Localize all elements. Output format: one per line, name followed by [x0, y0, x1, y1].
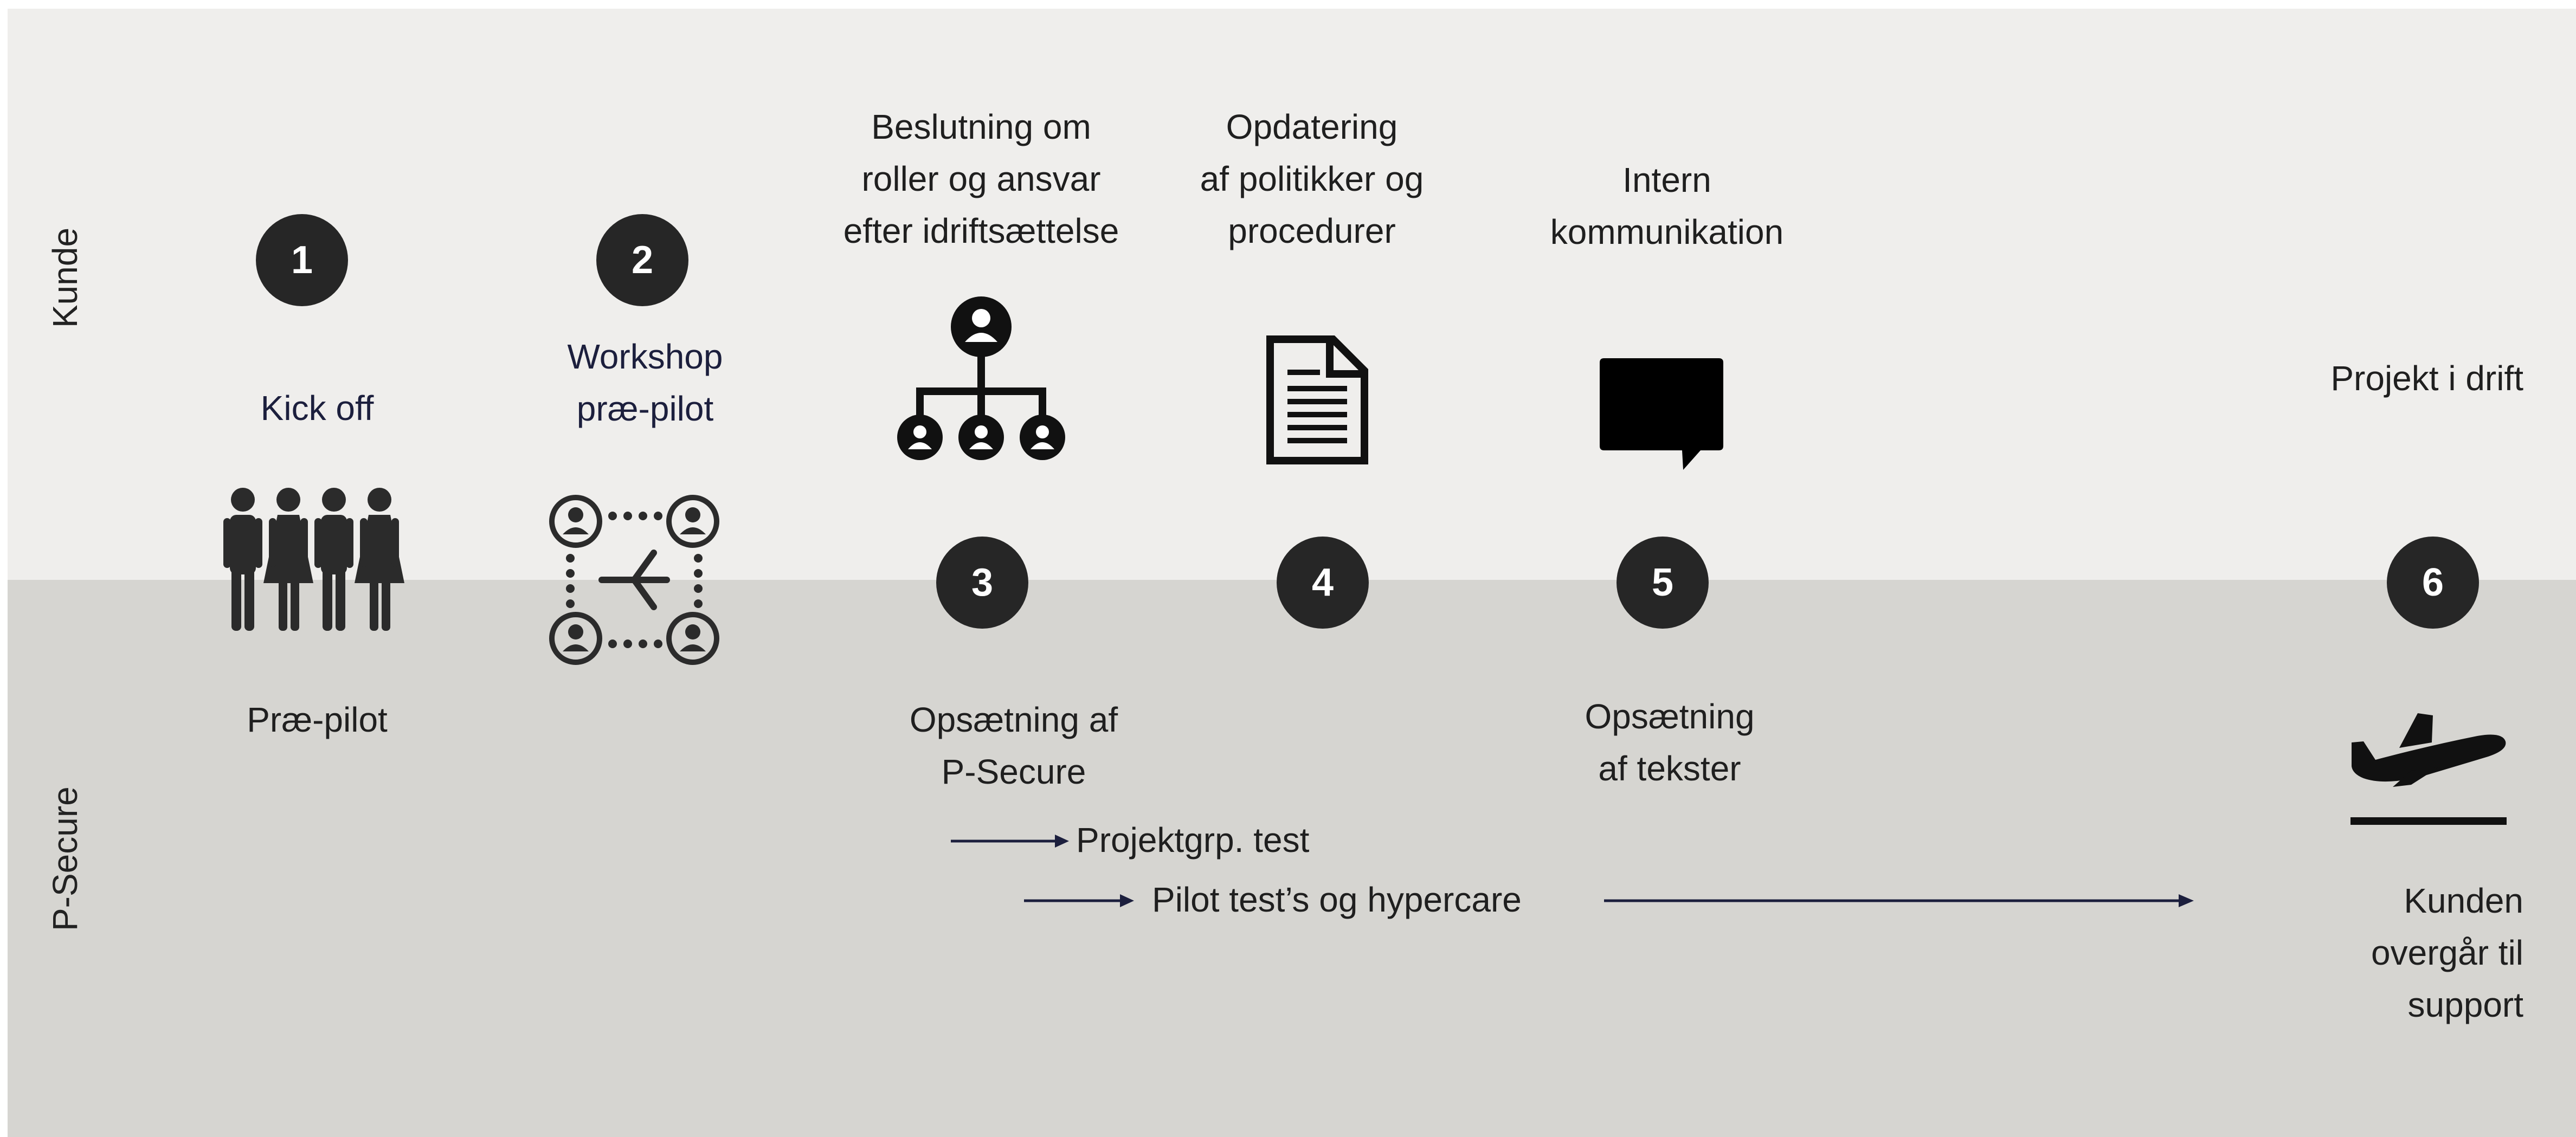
lane-label-kunde: Kunde	[46, 227, 85, 328]
step-2-top-label: Workshop præ-pilot	[567, 337, 723, 428]
lane-label-psecure: P-Secure	[46, 786, 85, 931]
flow-label-projektgrp: Projektgrp. test	[1076, 821, 1310, 860]
step-4-badge: 4	[1277, 537, 1369, 629]
org-chart-icon	[897, 296, 1065, 460]
airplane-takeoff-icon	[2350, 713, 2507, 825]
step-6-badge: 6	[2387, 537, 2479, 629]
step-1-badge: 1	[256, 214, 348, 306]
step-5-badge: 5	[1617, 537, 1709, 629]
customer-lane-band	[8, 9, 2576, 580]
people-group-icon	[223, 488, 404, 631]
step-4-top-label: Opdatering af politikker og procedurer	[1200, 107, 1424, 250]
workshop-network-icon	[549, 495, 719, 665]
flow-arrow-pilot-start	[1024, 894, 1134, 907]
step-5-bottom-label: Opsætning af tekster	[1585, 697, 1755, 788]
flow-arrow-pilot-to-support	[1604, 894, 2194, 907]
step-5-top-label: Intern kommunikation	[1550, 160, 1784, 251]
step-3-top-label: Beslutning om roller og ansvar efter idr…	[843, 107, 1119, 250]
step-1-top-label: Kick off	[260, 389, 374, 428]
flow-label-pilot: Pilot test’s og hypercare	[1152, 880, 1522, 919]
step-6-bottom-label: Kunden overgår til support	[2371, 881, 2523, 1024]
flow-arrow-projektgrp	[951, 835, 1069, 848]
step-3-badge: 3	[936, 537, 1028, 629]
psecure-lane-band	[8, 580, 2576, 1137]
step-3-bottom-label: Opsætning af P-Secure	[909, 700, 1118, 791]
step-6-top-label: Projekt i drift	[2330, 359, 2523, 398]
step-1-bottom-label: Præ-pilot	[247, 700, 388, 739]
speech-bubble-icon	[1600, 358, 1723, 470]
step-2-badge: 2	[596, 214, 688, 306]
document-icon	[1266, 335, 1368, 464]
